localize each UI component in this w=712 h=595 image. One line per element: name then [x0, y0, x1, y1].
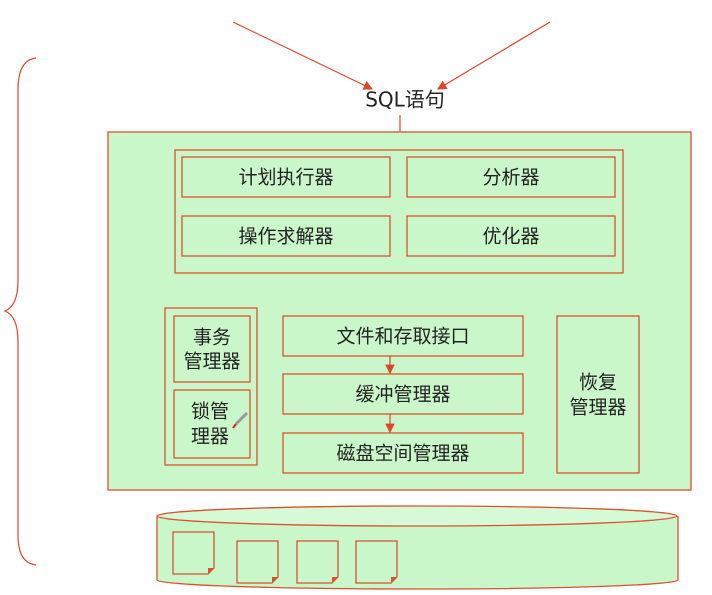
- transaction-manager-box: [173, 315, 251, 383]
- input-arrow-left: [232, 21, 374, 90]
- data-file-icon: [355, 540, 398, 584]
- recovery-manager-box: [556, 315, 640, 474]
- plan-executor-label: 计划执行器: [238, 167, 333, 189]
- disk-space-manager-box: [282, 432, 524, 474]
- operator-evaluator-box: [181, 215, 391, 257]
- recovery-manager-label-1: 恢复: [579, 372, 617, 394]
- input-arrow-right: [436, 21, 551, 90]
- lock-manager-label-2: 理器: [191, 426, 229, 448]
- file-access-box: [282, 315, 524, 357]
- operator-evaluator-label: 操作求解器: [238, 226, 333, 248]
- parser-box: [406, 156, 616, 198]
- pen-icon: [232, 411, 249, 429]
- optimizer-label: 优化器: [482, 226, 539, 248]
- transaction-manager-label-1: 事务: [193, 327, 231, 349]
- data-file-icon: [172, 531, 215, 575]
- data-file-icon: [236, 540, 279, 584]
- parser-label: 分析器: [482, 167, 539, 189]
- recovery-manager-label-2: 管理器: [569, 397, 626, 419]
- database-cylinder: [156, 505, 679, 590]
- sql-statement-label: SQL语句: [365, 88, 445, 112]
- disk-space-manager-label: 磁盘空间管理器: [336, 443, 469, 465]
- buffer-manager-box: [282, 373, 524, 415]
- file-access-label: 文件和存取接口: [336, 326, 469, 348]
- buffer-manager-label: 缓冲管理器: [355, 384, 450, 406]
- plan-executor-box: [181, 156, 391, 198]
- lock-manager-label-1: 锁管: [191, 401, 229, 423]
- transaction-manager-label-2: 管理器: [183, 351, 240, 373]
- data-file-icon: [296, 540, 339, 584]
- optimizer-box: [406, 215, 616, 257]
- left-brace: [3, 57, 37, 566]
